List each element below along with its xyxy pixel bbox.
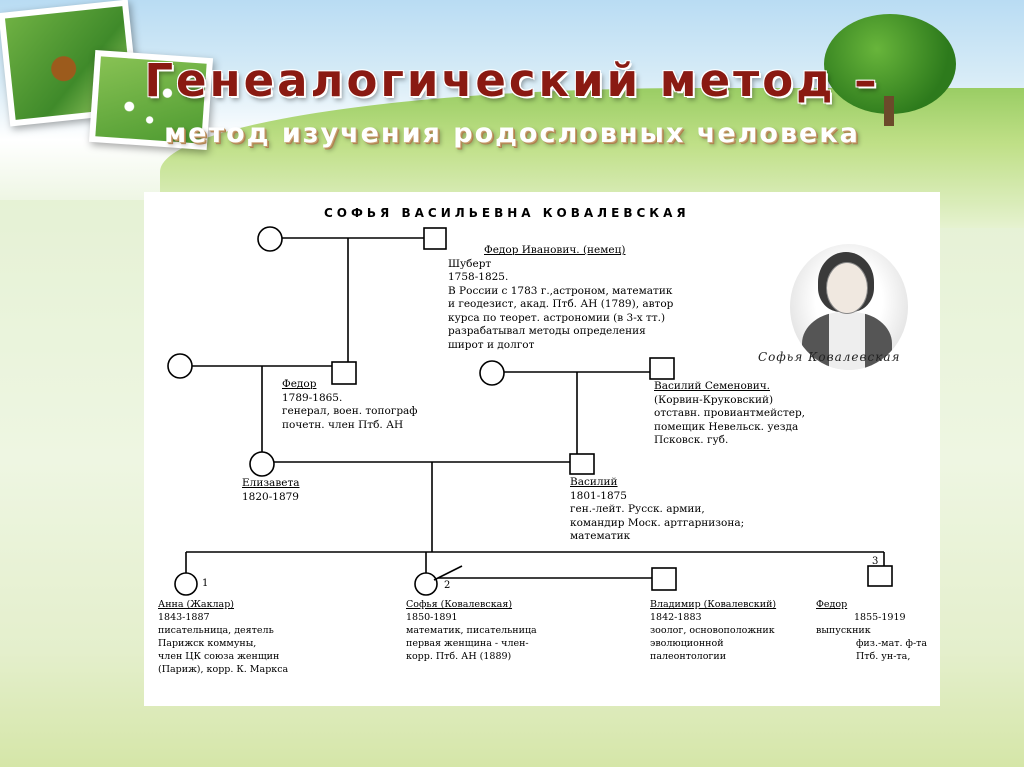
person-fedor-ivanovich: Федор Иванович. (немец) Шуберт 1758-1825… xyxy=(448,244,674,351)
person-sofya: Софья (Ковалевская) 1850-1891 математик,… xyxy=(406,599,537,662)
person-vasily: Василий 1801-1875 ген.-лейт. Русск. арми… xyxy=(570,476,745,542)
female-symbol-g1 xyxy=(257,226,283,252)
person-fedor-jr: Федор 1855-1919 выпускник физ.-мат. ф-та… xyxy=(816,599,928,662)
person-vladimir: Владимир (Ковалевский) 1842-1883 зоолог,… xyxy=(650,599,777,662)
person-elizaveta: Елизавета 1820-1879 xyxy=(242,477,300,503)
female-symbol-sofya xyxy=(414,572,438,596)
child-number-1: 1 xyxy=(202,578,209,589)
proband-arrow xyxy=(433,565,463,581)
diagram-header: СОФЬЯ ВАСИЛЬЕВНА КОВАЛЕВСКАЯ xyxy=(324,206,690,220)
male-symbol-fedor-ivanovich xyxy=(423,227,447,250)
male-symbol-fedor xyxy=(331,361,357,385)
female-symbol-g2-left xyxy=(167,353,193,379)
female-symbol-elizaveta xyxy=(249,451,275,477)
female-symbol-anna xyxy=(174,572,198,596)
pedigree-card: СОФЬЯ ВАСИЛЬЕВНА КОВАЛЕВСКАЯ Софья Ковал… xyxy=(144,192,940,706)
child-number-3: 3 xyxy=(872,556,879,567)
person-vasily-semenovich: Василий Семенович. (Корвин-Круковский) о… xyxy=(654,380,806,446)
portrait-signature: Софья Ковалевская xyxy=(758,350,901,364)
slide-title: Генеалогический метод – xyxy=(144,54,880,107)
male-symbol-vasily xyxy=(569,453,595,475)
male-symbol-vladimir xyxy=(651,567,677,591)
slide-subtitle: метод изучения родословных человека xyxy=(164,118,860,149)
portrait-image xyxy=(790,244,908,370)
male-symbol-vasily-semenovich xyxy=(649,357,675,380)
tree-trunk xyxy=(884,96,894,126)
person-fedor: Федор 1789-1865. генерал, воен. топограф… xyxy=(282,378,418,431)
child-number-2: 2 xyxy=(444,580,451,591)
male-symbol-fedor-jr xyxy=(867,565,893,587)
pedigree-lines xyxy=(167,226,893,596)
person-anna: Анна (Жаклар) 1843-1887 писательница, де… xyxy=(158,599,289,675)
female-symbol-g2-right xyxy=(479,360,505,386)
